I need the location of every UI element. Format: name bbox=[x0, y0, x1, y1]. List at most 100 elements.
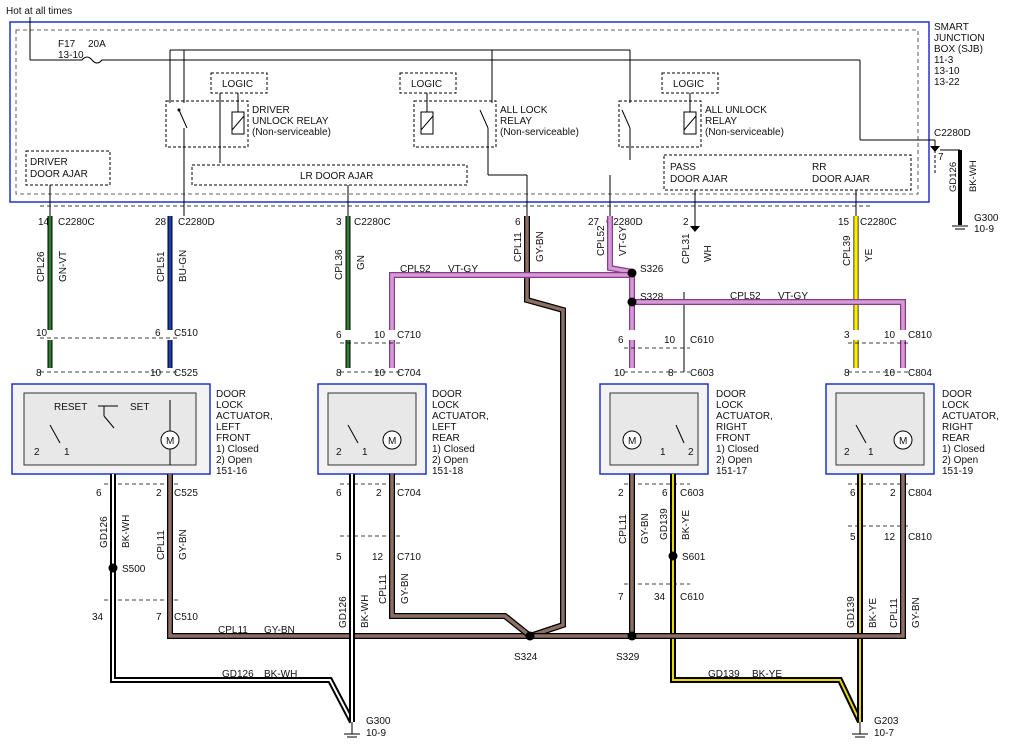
svg-text:10: 10 bbox=[374, 368, 386, 379]
svg-text:BK-WH: BK-WH bbox=[360, 595, 371, 628]
svg-text:13-10: 13-10 bbox=[934, 66, 960, 77]
svg-text:CPL52: CPL52 bbox=[400, 264, 431, 275]
svg-text:(Non-serviceable): (Non-serviceable) bbox=[500, 127, 579, 138]
svg-text:C510: C510 bbox=[174, 612, 198, 623]
svg-text:34: 34 bbox=[92, 612, 104, 623]
svg-text:DOOR: DOOR bbox=[432, 389, 462, 400]
svg-text:S500: S500 bbox=[122, 564, 146, 575]
wire-cpl11-rf: CPL11 GY-BN bbox=[618, 474, 651, 636]
svg-text:10: 10 bbox=[884, 330, 896, 341]
svg-text:GD126: GD126 bbox=[338, 596, 349, 628]
svg-text:LR DOOR AJAR: LR DOOR AJAR bbox=[300, 171, 373, 182]
splice-s329: S329 bbox=[616, 631, 640, 663]
wire-cpl31: CPL31 WH bbox=[681, 216, 714, 372]
svg-text:SMART: SMART bbox=[934, 22, 969, 33]
lr-door-ajar: LR DOOR AJAR bbox=[191, 164, 468, 186]
svg-text:UNLOCK RELAY: UNLOCK RELAY bbox=[252, 116, 329, 127]
svg-text:6: 6 bbox=[96, 488, 102, 499]
all-lock-relay: LOGIC ALL LOCK RELAY (Non-serviceable) bbox=[399, 72, 579, 148]
svg-text:20A: 20A bbox=[88, 39, 106, 50]
wire-cpl11-lr: CPL11 GY-BN bbox=[378, 474, 532, 639]
svg-text:2: 2 bbox=[34, 447, 40, 458]
svg-text:2: 2 bbox=[156, 488, 162, 499]
svg-text:CPL11: CPL11 bbox=[618, 514, 629, 544]
driver-door-ajar: DRIVER DOOR AJAR bbox=[25, 150, 111, 186]
wire-cpl52-lr: CPL52 VT-GY bbox=[389, 264, 632, 368]
svg-text:8: 8 bbox=[668, 368, 674, 379]
svg-text:2) Open: 2) Open bbox=[942, 455, 978, 466]
svg-text:REAR: REAR bbox=[942, 433, 970, 444]
svg-text:6: 6 bbox=[336, 330, 342, 341]
sjb-label: SMART JUNCTION BOX (SJB) 11-3 13-10 13-2… bbox=[934, 22, 985, 88]
svg-text:151-16: 151-16 bbox=[216, 466, 248, 477]
wire-cpl11-sjb: CPL11 GY-BN bbox=[513, 216, 566, 639]
svg-text:WH: WH bbox=[703, 245, 714, 262]
svg-text:RIGHT: RIGHT bbox=[716, 422, 747, 433]
svg-text:1: 1 bbox=[660, 447, 666, 458]
svg-text:GY-BN: GY-BN bbox=[264, 625, 295, 636]
svg-text:GD139: GD139 bbox=[846, 596, 857, 628]
svg-text:CPL11: CPL11 bbox=[889, 598, 900, 628]
svg-text:S324: S324 bbox=[514, 652, 538, 663]
svg-text:1: 1 bbox=[64, 447, 70, 458]
svg-text:151-19: 151-19 bbox=[942, 466, 974, 477]
svg-text:8: 8 bbox=[336, 368, 342, 379]
wire-gd139-rf: GD139 BK-YE S601 bbox=[659, 474, 863, 724]
wire-cpl11-rr: CPL11 GY-BN bbox=[530, 474, 922, 639]
svg-text:ACTUATOR,: ACTUATOR, bbox=[432, 411, 489, 422]
upper-connectors bbox=[40, 337, 910, 373]
svg-text:6: 6 bbox=[515, 217, 521, 228]
svg-text:151-18: 151-18 bbox=[432, 466, 464, 477]
svg-text:1: 1 bbox=[868, 447, 874, 458]
svg-text:C2280D: C2280D bbox=[934, 128, 971, 139]
svg-text:RR: RR bbox=[812, 162, 826, 173]
upper-connector-labels: 10 6 C510 8 10 C525 6 10 C710 8 10 C704 … bbox=[36, 328, 932, 379]
svg-text:2: 2 bbox=[688, 447, 694, 458]
svg-text:C810: C810 bbox=[908, 532, 932, 543]
svg-text:ALL LOCK: ALL LOCK bbox=[500, 105, 548, 116]
svg-text:VT-GY: VT-GY bbox=[778, 291, 808, 302]
svg-text:GD126: GD126 bbox=[99, 516, 110, 548]
svg-text:10: 10 bbox=[150, 368, 162, 379]
svg-text:6: 6 bbox=[336, 488, 342, 499]
svg-text:M: M bbox=[899, 436, 907, 447]
svg-text:RIGHT: RIGHT bbox=[942, 422, 973, 433]
svg-text:13-10: 13-10 bbox=[58, 50, 84, 61]
svg-text:FRONT: FRONT bbox=[216, 433, 250, 444]
svg-text:DOOR AJAR: DOOR AJAR bbox=[670, 174, 728, 185]
svg-text:C2280C: C2280C bbox=[860, 217, 897, 228]
svg-text:C2280C: C2280C bbox=[354, 217, 391, 228]
svg-text:2) Open: 2) Open bbox=[432, 455, 468, 466]
svg-text:GD139: GD139 bbox=[659, 508, 670, 540]
svg-text:DOOR: DOOR bbox=[716, 389, 746, 400]
svg-text:LEFT: LEFT bbox=[432, 422, 456, 433]
svg-text:C610: C610 bbox=[680, 592, 704, 603]
svg-text:(Non-serviceable): (Non-serviceable) bbox=[705, 127, 784, 138]
svg-text:C2280D: C2280D bbox=[178, 217, 215, 228]
svg-text:CPL26: CPL26 bbox=[36, 251, 47, 282]
svg-text:2: 2 bbox=[844, 447, 850, 458]
svg-text:2: 2 bbox=[683, 217, 689, 228]
svg-text:M: M bbox=[388, 436, 396, 447]
svg-text:LOCK: LOCK bbox=[942, 400, 970, 411]
svg-text:1) Closed: 1) Closed bbox=[716, 444, 759, 455]
driver-unlock-relay: LOGIC DRIVER UNLOCK RELAY (Non-serviceab… bbox=[165, 72, 331, 163]
svg-text:3: 3 bbox=[336, 217, 342, 228]
svg-text:CPL36: CPL36 bbox=[334, 249, 345, 280]
svg-text:G300: G300 bbox=[974, 213, 999, 224]
svg-text:GN: GN bbox=[356, 255, 367, 270]
svg-text:LOCK: LOCK bbox=[432, 400, 460, 411]
svg-text:GY-BN: GY-BN bbox=[178, 529, 189, 560]
svg-text:13-22: 13-22 bbox=[934, 77, 960, 88]
svg-text:1) Closed: 1) Closed bbox=[942, 444, 985, 455]
wire-cpl51: CPL51 BU-GN bbox=[156, 216, 189, 368]
svg-text:BK-YE: BK-YE bbox=[681, 510, 692, 540]
svg-text:10: 10 bbox=[614, 368, 626, 379]
svg-text:CPL11: CPL11 bbox=[513, 232, 524, 262]
svg-text:C603: C603 bbox=[690, 368, 714, 379]
svg-text:DRIVER: DRIVER bbox=[30, 157, 68, 168]
svg-text:LOGIC: LOGIC bbox=[673, 79, 704, 90]
wire-cpl39: CPL39 YE bbox=[842, 216, 875, 368]
